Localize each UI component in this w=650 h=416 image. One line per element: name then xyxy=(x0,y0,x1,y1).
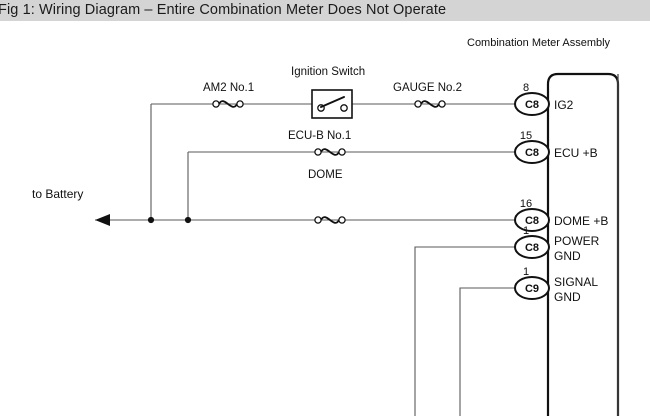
connector-dome-b[interactable]: 16 C8 DOME +B xyxy=(514,198,608,232)
junction-dot-ig2 xyxy=(147,216,155,224)
connector-ecu-b[interactable]: 15 C8 ECU +B xyxy=(514,130,598,164)
connector-power-gnd-pin: 1 xyxy=(523,225,529,237)
connector-ecu-b-signal: ECU +B xyxy=(554,146,598,160)
fuse-am2-no1-icon xyxy=(212,100,244,108)
connector-dome-b-pin: 16 xyxy=(520,198,532,210)
assembly-title: Combination Meter Assembly xyxy=(467,37,611,49)
connector-power-gnd-signal-1: POWER xyxy=(554,234,600,248)
connector-power-gnd-signal-2: GND xyxy=(554,249,581,263)
battery-arrow-icon xyxy=(95,214,110,226)
connector-ig2-code: C8 xyxy=(525,99,539,111)
connector-signal-gnd-pin: 1 xyxy=(523,266,529,278)
figure-title: Fig 1: Wiring Diagram – Entire Combinati… xyxy=(0,2,447,18)
fuse-ecub-no1-label: ECU-B No.1 xyxy=(288,130,351,142)
connector-ecu-b-pin: 15 xyxy=(520,130,532,142)
fuse-gauge-no2-icon xyxy=(414,100,446,108)
connector-signal-gnd[interactable]: 1 C9 SIGNAL GND xyxy=(514,266,598,304)
junction-dot-ecu-b xyxy=(184,216,192,224)
wire-signal-gnd xyxy=(459,287,519,416)
fuse-am2-no1-label: AM2 No.1 xyxy=(203,82,254,94)
wiring-diagram-canvas: Combination Meter Assembly to Battery xyxy=(32,37,620,416)
connector-power-gnd[interactable]: 1 C8 POWER GND xyxy=(514,225,600,263)
battery-label: to Battery xyxy=(32,187,83,201)
fuse-gauge-no2-label: GAUGE No.2 xyxy=(393,82,462,94)
connector-ig2-pin: 8 xyxy=(523,82,529,94)
ignition-switch-icon xyxy=(311,89,353,119)
connector-signal-gnd-code: C9 xyxy=(525,283,539,295)
connector-dome-b-code: C8 xyxy=(525,215,539,227)
figure-title-bar: Fig 1: Wiring Diagram – Entire Combinati… xyxy=(0,0,650,21)
connector-ecu-b-code: C8 xyxy=(525,147,539,159)
connector-ig2[interactable]: 8 C8 IG2 xyxy=(514,82,574,116)
connector-dome-b-signal: DOME +B xyxy=(554,214,608,228)
wire-power-gnd xyxy=(414,246,519,416)
ignition-switch-label: Ignition Switch xyxy=(291,66,365,78)
connector-signal-gnd-signal-2: GND xyxy=(554,290,581,304)
connector-power-gnd-code: C8 xyxy=(525,242,539,254)
connector-signal-gnd-signal-1: SIGNAL xyxy=(554,275,598,289)
fuse-dome-label: DOME xyxy=(308,169,343,181)
fuse-dome-icon xyxy=(314,216,346,224)
connector-ig2-signal: IG2 xyxy=(554,98,574,112)
fuse-ecub-no1-icon xyxy=(314,148,346,156)
